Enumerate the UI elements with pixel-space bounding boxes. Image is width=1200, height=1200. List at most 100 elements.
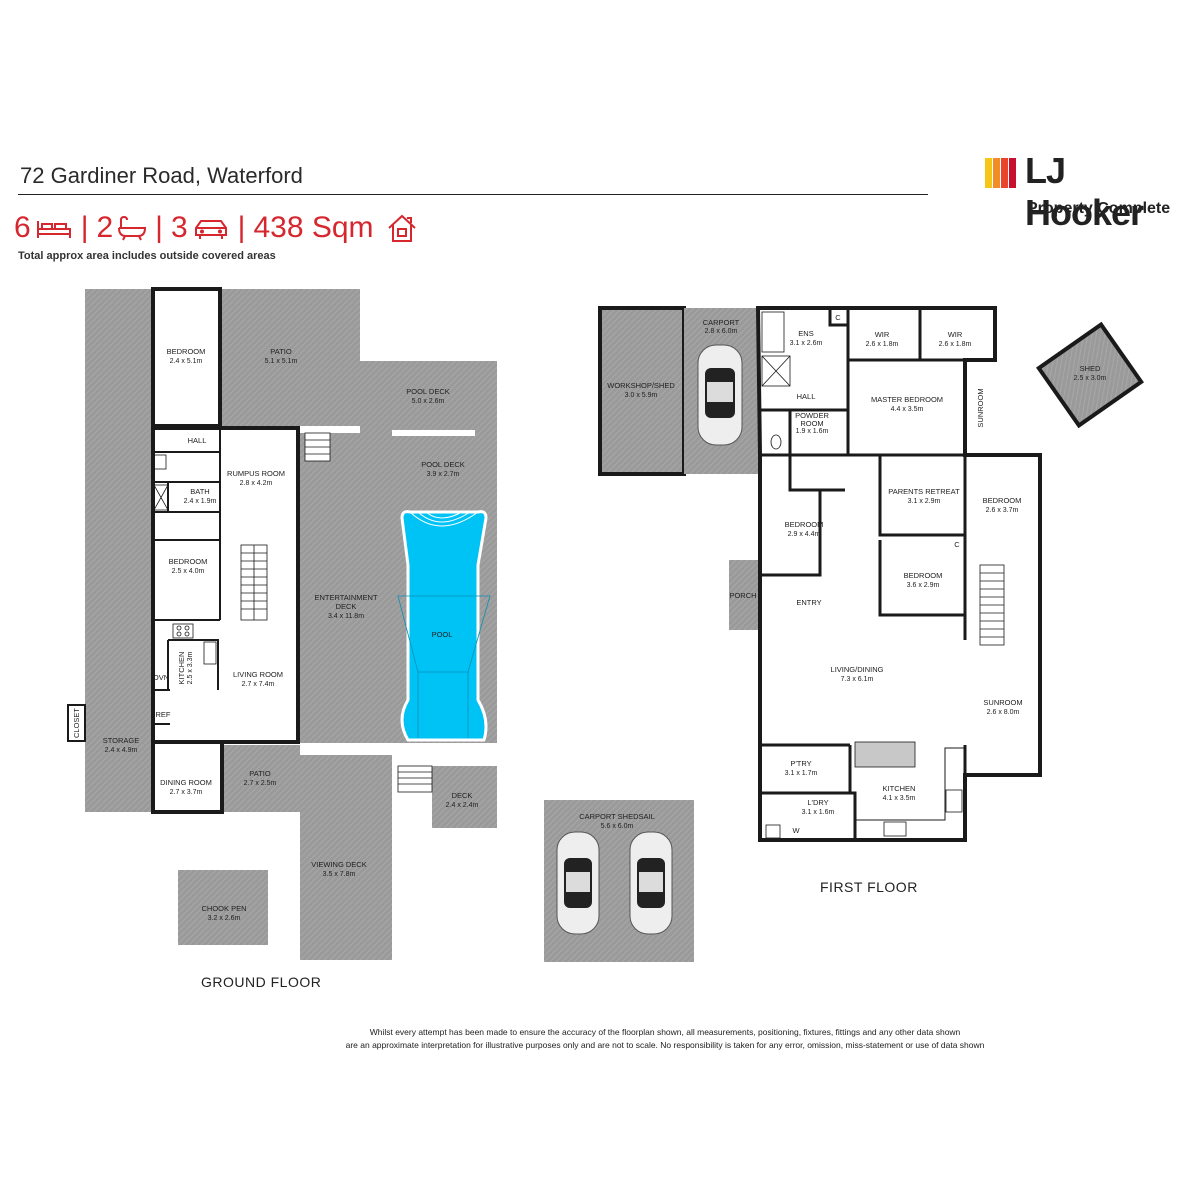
ground-floor-plan: BEDROOM 2.4 x 5.1m PATIO 5.1 x 5.1m POOL… <box>67 287 694 962</box>
first-floor-internal-walls <box>758 308 967 840</box>
ground-stairs <box>240 544 268 621</box>
dims-viewing-deck: 3.5 x 7.8m <box>323 871 356 878</box>
shed <box>1036 321 1144 429</box>
label-storage: STORAGE <box>103 736 140 745</box>
dims-dining-room: 2.7 x 3.7m <box>170 789 203 796</box>
label-closet: CLOSET <box>72 708 81 738</box>
dims-shed: 2.5 x 3.0m <box>1074 375 1107 382</box>
first-floor-outline <box>755 306 1042 842</box>
dims-carport-shedsail: 5.6 x 6.0m <box>601 823 634 830</box>
label-pantry: P'TRY <box>790 759 811 768</box>
label-sunroom: SUNROOM <box>983 698 1022 707</box>
label-oven: OVN <box>153 673 169 682</box>
label-shed: SHED <box>1080 364 1101 373</box>
bathroom-count: 2 <box>96 211 114 244</box>
entertainment-deck <box>300 433 392 743</box>
label-bedroom-east: BEDROOM <box>983 496 1022 505</box>
label-bath: BATH <box>190 487 209 496</box>
lj-hooker-logo-icon <box>985 158 1016 188</box>
bath-icon <box>118 215 147 241</box>
total-area: 438 Sqm <box>253 211 374 244</box>
label-pool-deck: POOL DECK <box>406 387 449 396</box>
disclaimer-line-2: are an approximate interpretation for il… <box>345 1040 985 1050</box>
property-stats: 6 | 2 | 3 | 438 Sqm <box>14 208 418 248</box>
dims-bedroom-east: 2.6 x 3.7m <box>986 507 1019 514</box>
dims-entertainment-deck: 3.4 x 11.8m <box>328 613 364 620</box>
label-entertainment: ENTERTAINMENT <box>314 593 377 602</box>
label-washer: W <box>792 826 800 835</box>
stat-separator: | <box>237 211 246 244</box>
label-porch: PORCH <box>729 591 756 600</box>
patio-top <box>220 289 360 426</box>
dims-deck: 2.4 x 2.4m <box>446 802 479 809</box>
patio-steps <box>304 432 331 462</box>
label-master-bedroom: MASTER BEDROOM <box>871 395 943 404</box>
pool-floor-lines <box>397 595 491 738</box>
dims-living-room: 2.7 x 7.4m <box>242 681 275 688</box>
label-patio-2: PATIO <box>249 769 271 778</box>
car-icon <box>194 220 227 239</box>
storage-area <box>85 682 153 812</box>
first-floor-plan: WORKSHOP/SHED 3.0 x 5.9m CARPORT 2.8 x 6… <box>598 306 1144 842</box>
label-cupboard: C <box>835 313 841 322</box>
closet <box>67 704 86 742</box>
viewing-deck <box>300 755 392 960</box>
dims-bath: 2.4 x 1.9m <box>184 498 217 505</box>
label-deck: DECK <box>452 791 473 800</box>
label-entertainment-deck: DECK <box>336 602 357 611</box>
label-entry: ENTRY <box>796 598 821 607</box>
ground-floor-label: GROUND FLOOR <box>201 974 322 990</box>
label-bedroom: BEDROOM <box>167 347 206 356</box>
brand-logo: LJ Hooker Property Complete <box>985 148 1190 233</box>
area-note: Total approx area includes outside cover… <box>18 250 276 262</box>
stat-separator: | <box>155 211 163 244</box>
label-pool-deck-2: POOL DECK <box>421 460 464 469</box>
dims-parents-retreat: 3.1 x 2.9m <box>908 498 941 505</box>
dims-living-dining: 7.3 x 6.1m <box>841 676 874 683</box>
deck-steps <box>397 765 433 793</box>
label-dining-room: DINING ROOM <box>160 778 212 787</box>
label-wir: WIR <box>875 330 890 339</box>
brand-name: LJ Hooker <box>1025 150 1144 233</box>
dims-workshop-shed: 3.0 x 5.9m <box>625 392 658 399</box>
dims-carport: 2.8 x 6.0m <box>705 328 738 335</box>
bedroom-count: 6 <box>14 211 31 244</box>
property-address: 72 Gardiner Road, Waterford <box>20 163 303 188</box>
label-ensuite: ENS <box>798 329 813 338</box>
dims-patio-2: 2.7 x 2.5m <box>244 780 277 787</box>
label-bedroom-mid: BEDROOM <box>904 571 943 580</box>
label-fridge: REF <box>156 710 171 719</box>
patio-bottom <box>222 745 300 812</box>
label-powder-room: POWDER <box>795 411 829 420</box>
dims-laundry: 3.1 x 1.6m <box>802 809 835 816</box>
label-bedroom-west: BEDROOM <box>785 520 824 529</box>
ground-bedroom-1 <box>151 287 222 428</box>
dims-ensuite: 3.1 x 2.6m <box>790 340 823 347</box>
first-floor-stairs <box>979 564 1005 646</box>
dims-powder-room: 1.9 x 1.6m <box>796 428 829 435</box>
label-living-room: LIVING ROOM <box>233 670 283 679</box>
car-count: 3 <box>170 211 188 244</box>
label-kitchen: KITCHEN <box>883 784 916 793</box>
header-divider <box>18 194 928 195</box>
dims-wir: 2.6 x 1.8m <box>866 341 899 348</box>
pool-deck-side <box>392 433 497 509</box>
side-deck <box>85 289 153 682</box>
workshop-shed <box>598 306 686 476</box>
label-pool: POOL <box>432 630 453 639</box>
dims-pool-deck: 5.0 x 2.6m <box>412 398 445 405</box>
pool-steps <box>409 511 479 527</box>
bed-icon <box>36 221 71 238</box>
label-kitchen: KITCHEN <box>177 652 186 685</box>
deck-small <box>432 766 497 828</box>
label-parents-retreat: PARENTS RETREAT <box>888 487 960 496</box>
label-rumpus-room: RUMPUS ROOM <box>227 469 285 478</box>
dims-bedroom-2: 2.5 x 4.0m <box>172 568 205 575</box>
dims-bedroom-west: 2.9 x 4.4m <box>788 531 821 538</box>
label-chook-pen: CHOOK PEN <box>201 904 246 913</box>
label-living-dining: LIVING/DINING <box>831 665 884 674</box>
dims-master-bedroom: 4.4 x 3.5m <box>891 406 924 413</box>
ground-core <box>151 426 300 744</box>
label-laundry: L'DRY <box>807 798 828 807</box>
